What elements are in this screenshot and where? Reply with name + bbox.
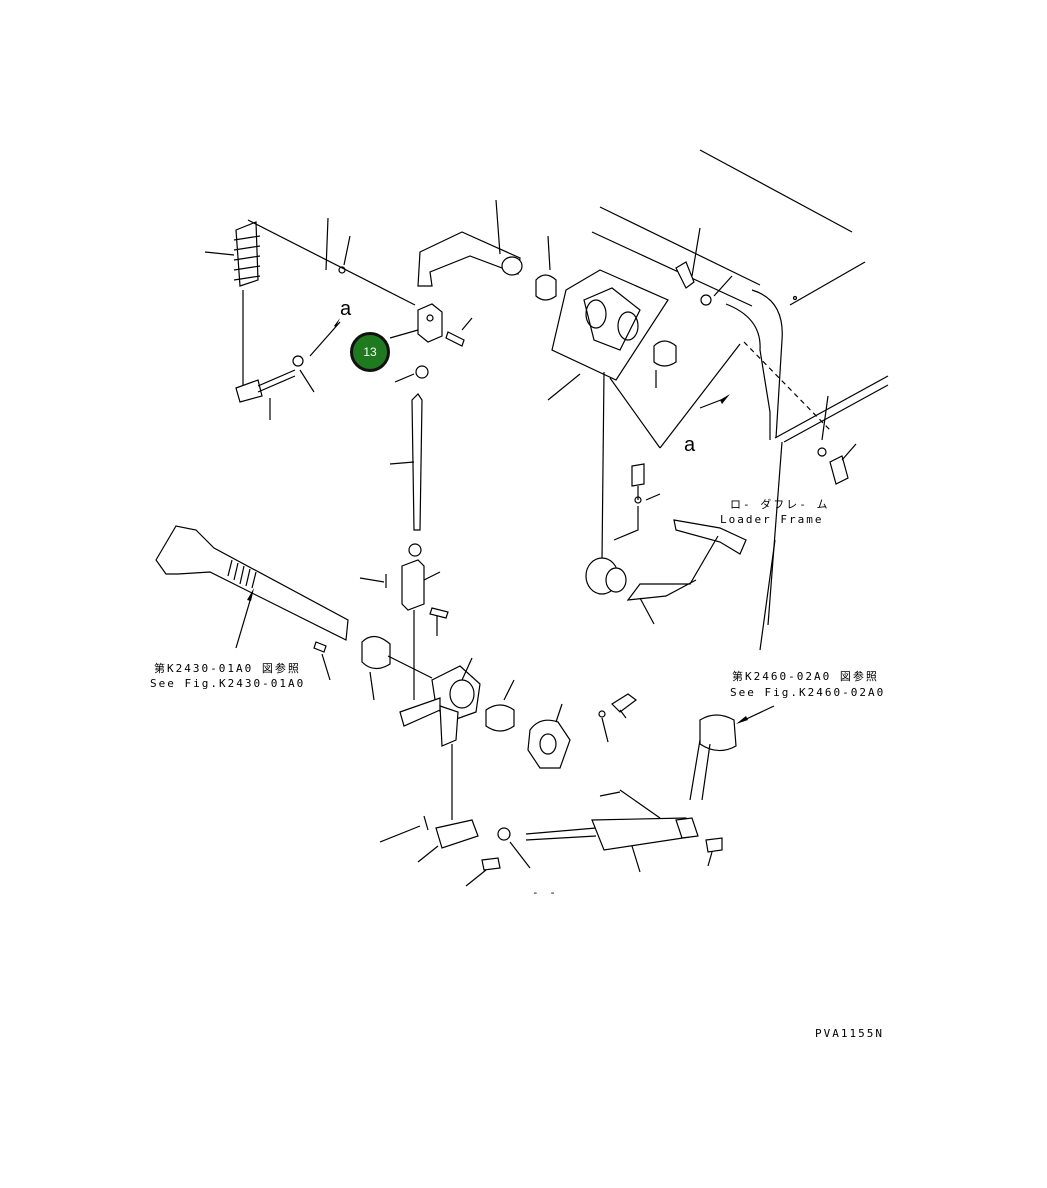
lower-lever bbox=[361, 635, 637, 820]
ref-right-en-label: See Fig.K2460-02A0 bbox=[730, 686, 886, 699]
loader-frame bbox=[591, 149, 889, 651]
drawing-number: PVA1155N bbox=[815, 1027, 884, 1040]
view-marker-a-top: a bbox=[340, 298, 352, 320]
loader-frame-jp-label: ロ- ダフレ- ム bbox=[730, 498, 830, 511]
loader-frame-en-label: Loader Frame bbox=[720, 513, 824, 526]
pedal bbox=[585, 463, 747, 625]
callout-13[interactable]: 13 bbox=[350, 332, 390, 372]
long-shaft bbox=[155, 525, 349, 681]
ref-left-en-label: See Fig.K2430-01A0 bbox=[150, 677, 306, 690]
upper-lever bbox=[417, 199, 557, 301]
view-marker-a-mid: a bbox=[684, 434, 696, 456]
joint-block bbox=[389, 303, 473, 383]
spring-assembly bbox=[204, 217, 416, 420]
bracket-plate bbox=[547, 227, 857, 561]
bottom-parts bbox=[379, 705, 775, 887]
bottom-mark: - - bbox=[532, 886, 558, 899]
control-rod bbox=[359, 393, 449, 700]
ref-left-jp-label: 第K2430-01A0 図参照 bbox=[154, 662, 301, 675]
ref-right-jp-label: 第K2460-02A0 図参照 bbox=[732, 670, 879, 683]
